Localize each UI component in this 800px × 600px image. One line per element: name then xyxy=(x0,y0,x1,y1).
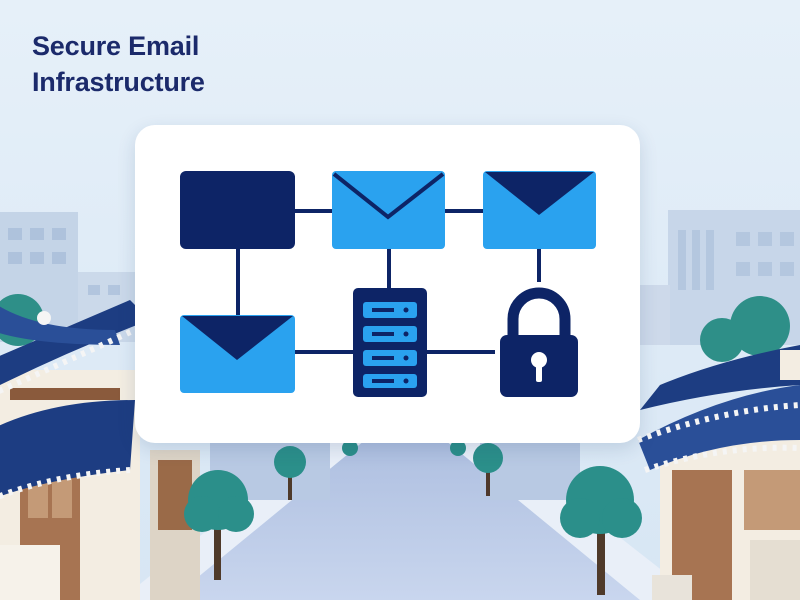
padlock-icon xyxy=(500,287,578,397)
connectors xyxy=(236,209,541,354)
diagram-card xyxy=(135,125,640,443)
page-title: Secure Email Infrastructure xyxy=(32,28,205,100)
title-line-1: Secure Email xyxy=(32,31,200,61)
background-trees xyxy=(274,440,503,500)
mailbox-icon xyxy=(180,171,295,249)
buildings-left xyxy=(0,212,136,342)
hanok-right xyxy=(636,296,800,600)
envelope-icon xyxy=(483,171,596,249)
server-icon xyxy=(353,288,427,397)
email-infrastructure-diagram xyxy=(180,171,596,397)
street xyxy=(170,440,640,600)
envelope-icon xyxy=(332,171,445,249)
foreground-trees xyxy=(184,466,642,595)
envelope-icon xyxy=(180,315,295,393)
title-line-2: Infrastructure xyxy=(32,67,205,97)
